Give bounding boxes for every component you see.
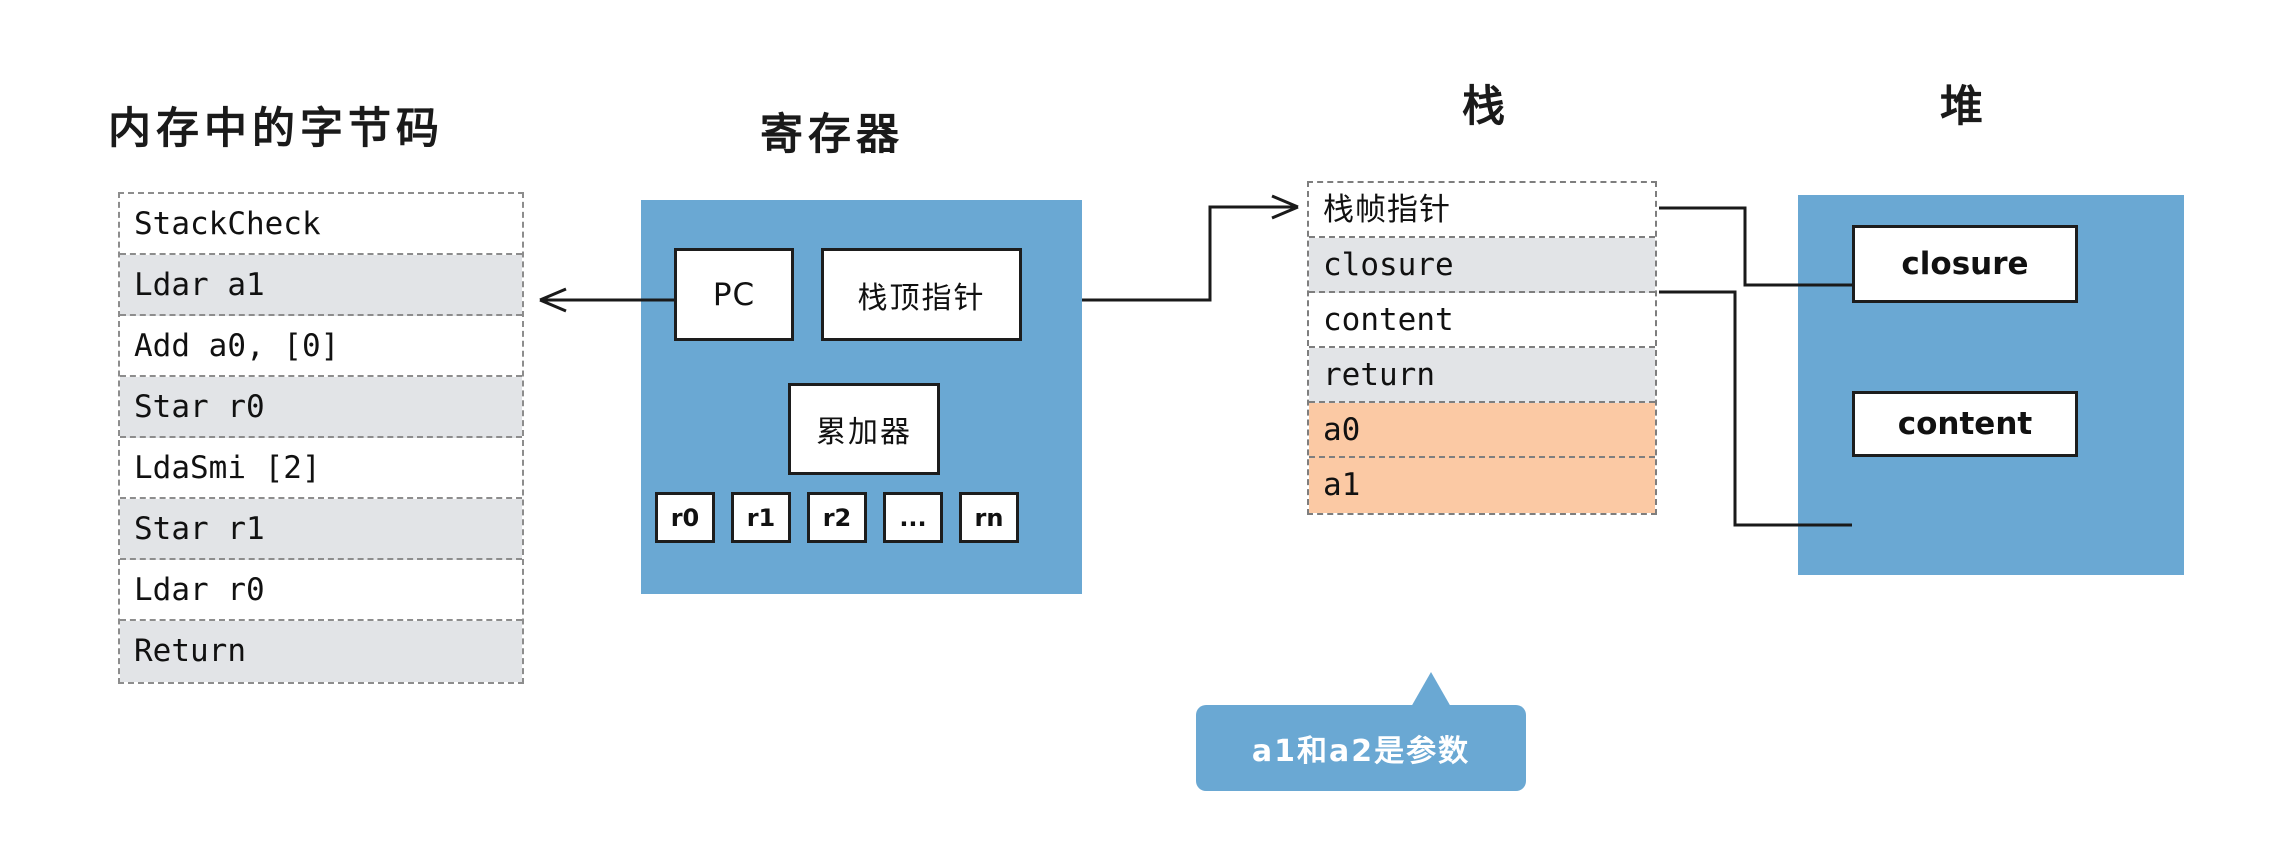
bytecode-row: StackCheck — [120, 194, 522, 255]
bytecode-row: Star r1 — [120, 499, 522, 560]
register-section-title: 寄存器 — [760, 110, 904, 160]
bytecode-row: Ldar a1 — [120, 255, 522, 316]
heap-closure-box: closure — [1852, 225, 2078, 303]
register-slot: rn — [959, 492, 1019, 543]
bytecode-row: Star r0 — [120, 377, 522, 438]
program-counter-box: PC — [674, 248, 794, 341]
stack-pointer-box: 栈顶指针 — [821, 248, 1022, 341]
stack-frame-list: 栈帧指针 closure content return a0 a1 — [1307, 181, 1657, 515]
stack-row: 栈帧指针 — [1309, 183, 1655, 238]
arguments-callout: a1和a2是参数 — [1196, 705, 1526, 791]
bytecode-row: Ldar r0 — [120, 560, 522, 621]
heap-section-title: 堆 — [1940, 82, 1988, 132]
heap-panel: closure content — [1798, 195, 2184, 575]
register-slot: r0 — [655, 492, 715, 543]
bytecode-row: Add a0, [0] — [120, 316, 522, 377]
accumulator-box: 累加器 — [788, 383, 940, 475]
stack-row: return — [1309, 348, 1655, 403]
bytecode-row: LdaSmi [2] — [120, 438, 522, 499]
stack-row: a1 — [1309, 458, 1655, 513]
heap-content-box: content — [1852, 391, 2078, 457]
stack-pointer-to-frame-arrow — [1082, 194, 1299, 302]
callout-tail-icon — [1411, 672, 1451, 707]
stack-row: a0 — [1309, 403, 1655, 458]
stack-row: closure — [1309, 238, 1655, 293]
bytecode-section-title: 内存中的字节码 — [108, 104, 444, 154]
stack-section-title: 栈 — [1462, 82, 1510, 132]
bytecode-list: StackCheck Ldar a1 Add a0, [0] Star r0 L… — [118, 192, 524, 684]
register-panel: PC 栈顶指针 累加器 r0 r1 r2 ... rn — [641, 200, 1082, 594]
stack-row: content — [1309, 293, 1655, 348]
register-slot: ... — [883, 492, 943, 543]
register-slot: r1 — [731, 492, 791, 543]
register-slot: r2 — [807, 492, 867, 543]
bytecode-row: Return — [120, 621, 522, 682]
